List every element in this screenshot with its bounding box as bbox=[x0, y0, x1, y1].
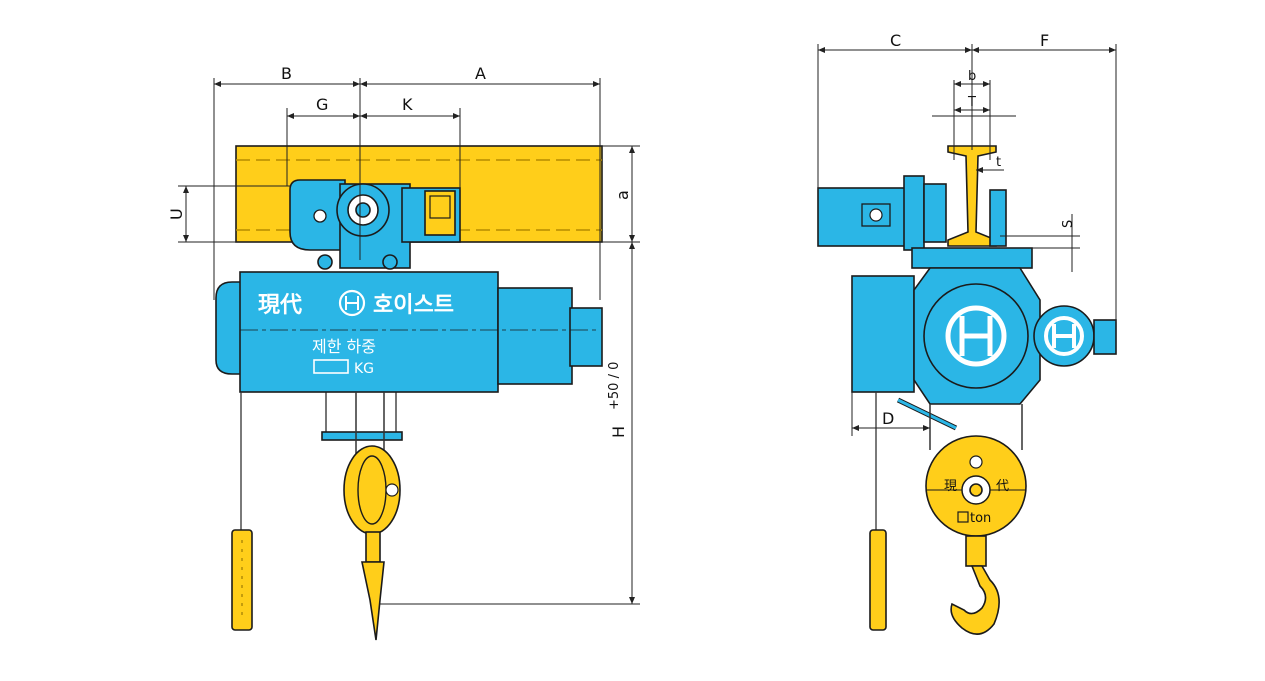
hook-block-side: 現 代 ton bbox=[925, 435, 1027, 635]
dim-C: C bbox=[890, 31, 901, 50]
gear-motor-small-icon bbox=[1033, 305, 1095, 367]
brand-hanja: 現代 bbox=[258, 293, 302, 318]
block-label-left: 現 bbox=[944, 479, 957, 494]
trolley-motor bbox=[817, 175, 947, 251]
dim-K: K bbox=[402, 95, 413, 114]
capacity-box bbox=[313, 359, 349, 374]
beam-section bbox=[947, 145, 997, 247]
dim-H-tolerance: +50 / 0 bbox=[607, 362, 622, 410]
block-label-right: 代 bbox=[996, 479, 1009, 494]
nameplate: 現代 호이스트 제한 하중 KG bbox=[258, 289, 454, 377]
hoist-body-side bbox=[851, 267, 1117, 405]
trolley bbox=[289, 179, 461, 270]
dim-F: F bbox=[1040, 31, 1049, 50]
dim-S: S bbox=[1061, 220, 1076, 228]
front-dimensions: B A G K U a H +50 / 0 bbox=[167, 64, 640, 605]
brand-hangul: 호이스트 bbox=[373, 293, 454, 318]
dim-U: U bbox=[167, 208, 186, 220]
block-unit: ton bbox=[970, 511, 991, 526]
hook-block-front bbox=[343, 445, 401, 641]
dim-G: G bbox=[316, 95, 328, 114]
dim-a: a bbox=[613, 190, 632, 200]
brand-logo-side-icon bbox=[945, 305, 1007, 367]
dim-t: t bbox=[996, 155, 1001, 170]
pendant-control-side bbox=[869, 392, 887, 631]
side-view: 現 代 ton C F b bbox=[817, 31, 1117, 635]
dim-T: T bbox=[967, 95, 976, 110]
capacity-label: 제한 하중 bbox=[312, 337, 376, 356]
brand-logo-icon bbox=[338, 289, 366, 317]
dim-D: D bbox=[882, 409, 894, 428]
side-dimensions: C F b T t S D bbox=[817, 31, 1117, 436]
capacity-unit: KG bbox=[354, 361, 374, 377]
front-view: 現代 호이스트 제한 하중 KG bbox=[167, 64, 640, 641]
dim-B: B bbox=[281, 64, 292, 83]
trolley-wheel bbox=[336, 183, 390, 237]
dim-b: b bbox=[968, 69, 976, 84]
pendant-control-front bbox=[231, 392, 253, 631]
dim-H: H bbox=[609, 426, 628, 438]
dim-A: A bbox=[475, 64, 486, 83]
hoist-body bbox=[215, 271, 603, 393]
block-capacity-box bbox=[957, 511, 969, 523]
